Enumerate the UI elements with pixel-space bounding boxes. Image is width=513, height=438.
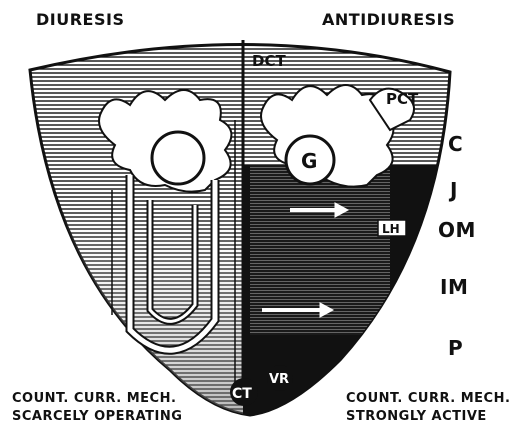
antidiuresis-heading: ANTIDIURESIS — [322, 10, 455, 29]
right-caption: COUNT. CURR. MECH. STRONGLY ACTIVE — [346, 390, 510, 426]
zone-label-inner-medulla: IM — [440, 275, 468, 299]
ct-label: CT — [232, 386, 252, 402]
zone-label-cortex: C — [448, 132, 463, 156]
lh-label: LH — [382, 222, 400, 236]
right-caption-line-1: COUNT. CURR. MECH. — [346, 390, 510, 408]
vr-label: VR — [269, 372, 289, 387]
left-caption-line-2: SCARCELY OPERATING — [12, 408, 182, 426]
zone-label-juxtamedullary: J — [450, 178, 458, 202]
pct-label: PCT — [386, 90, 419, 108]
dct-label: DCT — [252, 52, 286, 70]
left-caption-line-1: COUNT. CURR. MECH. — [12, 390, 182, 408]
left-caption: COUNT. CURR. MECH. SCARCELY OPERATING — [12, 390, 182, 426]
zone-label-outer-medulla: OM — [438, 218, 476, 242]
glomerulus-label: G — [301, 149, 317, 173]
diuresis-heading: DIURESIS — [36, 10, 124, 29]
right-caption-line-2: STRONGLY ACTIVE — [346, 408, 510, 426]
left-glomerulus — [152, 132, 204, 184]
zone-label-papilla: P — [448, 336, 463, 360]
